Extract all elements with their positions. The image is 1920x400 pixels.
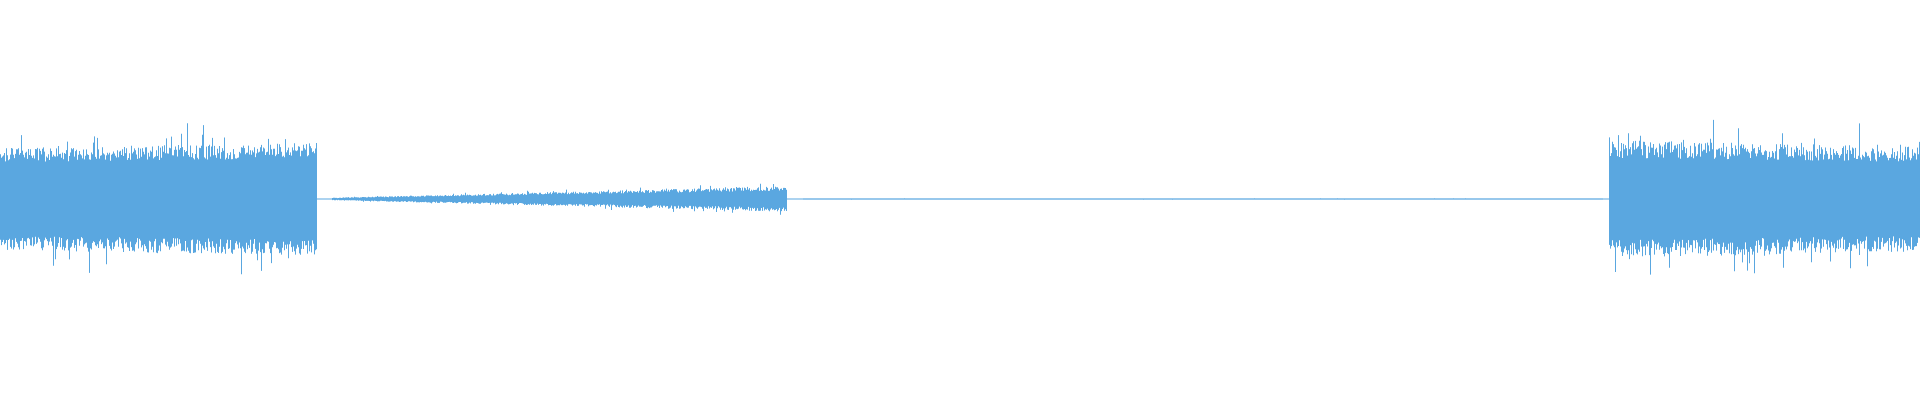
loud-segment-start-path: [0, 123, 317, 275]
loud-segment-end-path: [1609, 119, 1920, 275]
quiet-ramp-segment: [332, 183, 787, 215]
near-silence-segment-path: [803, 198, 1603, 200]
loud-segment-end: [1609, 119, 1920, 275]
quiet-ramp-segment-path: [332, 183, 787, 215]
loud-segment-start: [0, 123, 317, 275]
waveform-segments: [0, 119, 1920, 275]
near-silence-segment: [803, 198, 1603, 200]
